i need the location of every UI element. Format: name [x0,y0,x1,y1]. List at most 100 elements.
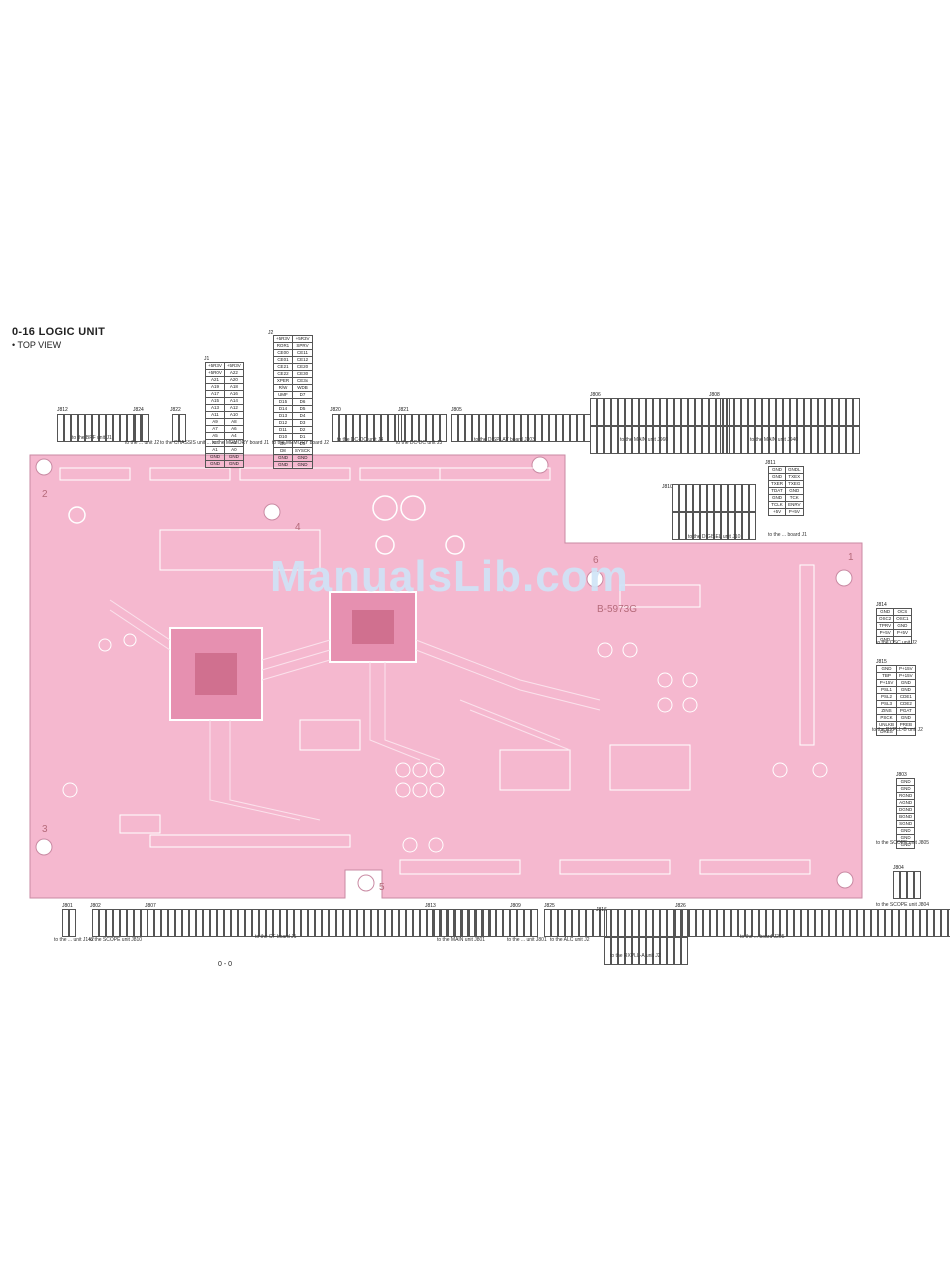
ic [609,744,691,791]
connector-label: J803 [896,772,907,778]
pin-label: GND [896,714,916,722]
svg-text:2: 2 [42,489,48,500]
pin-label: GND [273,461,293,469]
pin-label: GND [895,841,916,849]
pin-label: +5R3V [273,335,293,343]
pin-label: CE30 [291,370,314,378]
pin-label: D14 [273,405,293,413]
pin-label: TPRV [875,622,895,630]
pin-row: BGND [895,813,916,821]
connector-destination: to the ... board J205 [740,934,785,940]
connector-label: J810 [662,484,673,490]
capacitor [428,837,444,853]
pin-label: CE21 [273,363,293,371]
connector-label: J806 [590,392,601,398]
header-strip [439,467,551,481]
connector-destination: to the CF board J1 [255,934,297,940]
pin-label: A15 [205,397,225,405]
pin-label: D13 [273,412,293,420]
connector-label: J802 [90,903,101,909]
connector-pins-j809 [510,909,538,937]
pin-label: P+5V [893,629,912,637]
capacitor [657,697,673,713]
pin-row: RGND [895,792,916,800]
connector-destination: to the MAIN unit J940 [750,437,799,443]
capacitor [372,495,398,521]
pin-label: D5 [291,405,314,413]
pin-label: AGND [895,799,916,807]
pcb-outline [29,454,863,899]
pin-row: +5R3V+5R3V [273,335,314,343]
pin-label: A22 [223,369,244,377]
connector-label: J804 [893,865,904,871]
pin-label: A11 [205,411,225,419]
connector-destination: to the ... board J1 [768,532,807,538]
connector-pins-j801 [62,909,76,937]
capacitor [375,535,395,555]
capacitor [412,782,428,798]
pin-label: A7 [205,425,225,433]
pin-label: D2 [291,426,314,434]
pin-row: DRES [875,728,916,736]
svg-text:4: 4 [295,522,301,533]
pin-label: GND [896,686,916,694]
connector-label: J821 [398,407,409,413]
capacitor [812,762,828,778]
pin-row: GND [875,636,912,644]
pin-label: R/W [273,384,293,392]
connector-destination: to the SCOPE unit J805 [876,840,930,846]
pin-label: GND [895,827,916,835]
pin-label: P+15V [875,679,898,687]
pin-label: SYSCK [291,447,314,455]
pin-label: A20 [223,376,244,384]
connector-destination: to the SCOPE unit J804 [876,902,930,908]
ic [499,749,571,791]
connector-label: J815 [876,659,887,665]
connector-pins-j822 [172,414,186,442]
capacitor [62,782,78,798]
pin-label: CE12 [291,356,314,364]
capacitor [98,638,112,652]
pin-label: GND [767,494,787,502]
connector-label: J1 [204,356,210,362]
connector-pins-j812 [57,414,141,442]
pin-row: GND [895,841,916,849]
pin-label: GND [273,454,293,462]
pin-label: PSL1 [875,686,898,694]
pin-label: CDE1 [896,693,916,701]
connector-pins-j802 [92,909,148,937]
capacitor [682,672,698,688]
pin-label: A10 [223,411,244,419]
pin-label: A0 [223,446,244,454]
pin-label: DGND [895,806,916,814]
pin-label: GNDL [785,466,804,474]
capacitor [429,782,445,798]
connector-destination: to the OSC unit J2 [876,640,917,646]
connector-destination: to the RXPLL-A unit J2 [610,953,661,959]
header-strip [149,467,231,481]
capacitor [657,672,673,688]
connector-pins-j825 [544,909,607,937]
pin-label: A8 [223,418,244,426]
connector-label: J813 [425,903,436,909]
connector-pins-j820 [332,414,402,442]
header-strip [699,859,811,875]
connector-destination: to the RXPLL-B unit J2 [872,727,923,733]
